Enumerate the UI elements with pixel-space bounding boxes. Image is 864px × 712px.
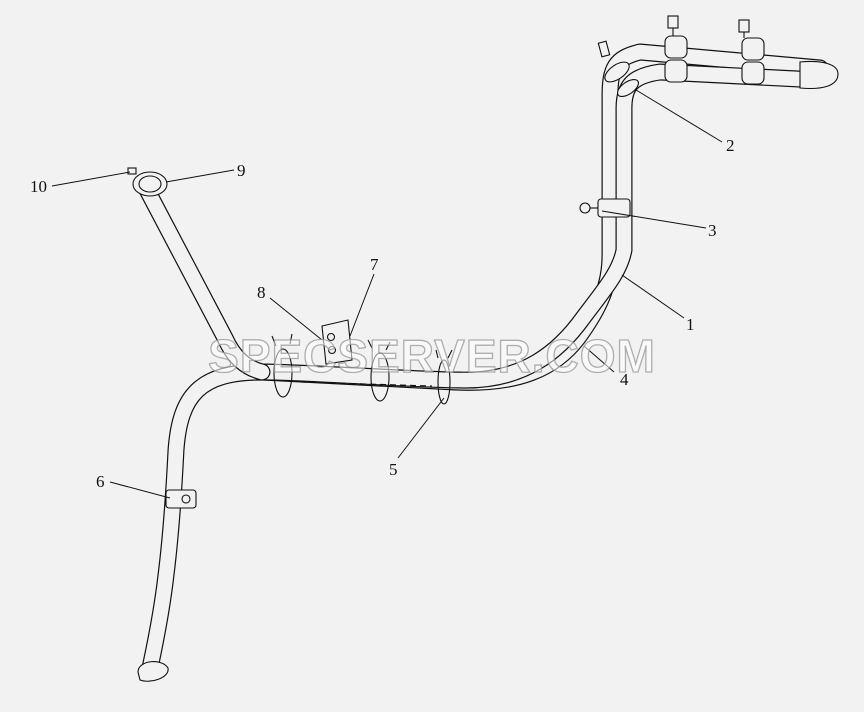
band-clamps bbox=[271, 333, 453, 405]
callout-1: 1 bbox=[686, 315, 695, 334]
callout-4: 4 bbox=[620, 370, 629, 389]
pipe-end-fitting bbox=[127, 167, 168, 197]
leader-lines bbox=[51, 89, 723, 499]
callout-8: 8 bbox=[257, 283, 266, 302]
rear-hose-connector bbox=[664, 15, 839, 90]
callout-10: 10 bbox=[30, 177, 47, 196]
callout-7: 7 bbox=[370, 255, 379, 274]
callout-9: 9 bbox=[237, 161, 246, 180]
pipe-clamp-6 bbox=[165, 489, 197, 509]
callout-5: 5 bbox=[389, 460, 398, 479]
secondary-pipe bbox=[253, 63, 827, 389]
callout-2: 2 bbox=[726, 136, 735, 155]
bend-collars bbox=[597, 40, 639, 98]
callout-6: 6 bbox=[96, 472, 105, 491]
watermark-text: SPECSERVER.COM bbox=[208, 330, 656, 382]
pipe-clamp-3 bbox=[579, 198, 631, 218]
branch-pipe bbox=[136, 177, 271, 381]
callout-3: 3 bbox=[708, 221, 717, 240]
mounting-bracket bbox=[321, 319, 353, 365]
pipe-end-cap bbox=[137, 661, 169, 682]
